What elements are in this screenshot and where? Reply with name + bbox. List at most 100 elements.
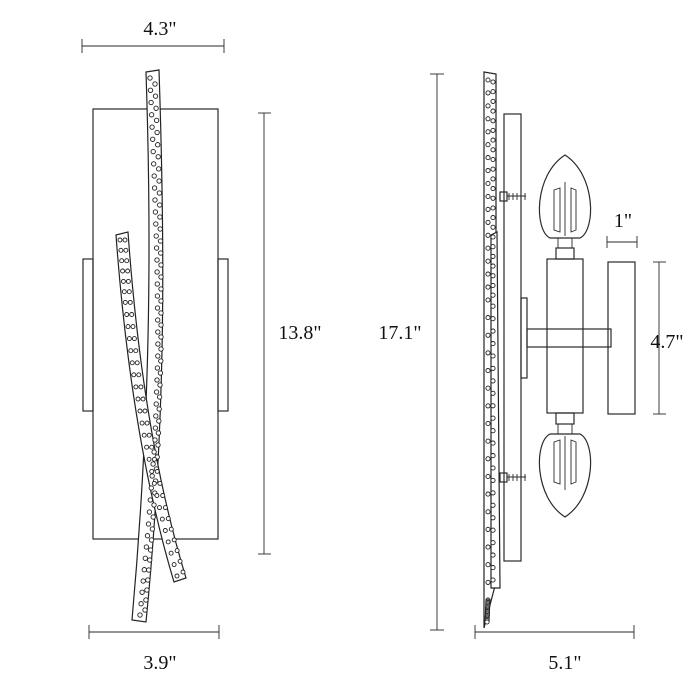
perforation-dot bbox=[155, 341, 161, 347]
perforation-dot bbox=[146, 567, 152, 573]
perforation-dot bbox=[155, 353, 161, 359]
perforation-dot bbox=[131, 372, 137, 378]
perforation-dot bbox=[159, 516, 165, 522]
perforation-dot bbox=[150, 148, 156, 155]
perforation-dot bbox=[131, 336, 137, 342]
front-strip-perforations bbox=[117, 75, 186, 618]
perforation-dot bbox=[134, 360, 140, 366]
perforation-dot bbox=[153, 401, 159, 407]
dim-side-depth: 5.1" bbox=[474, 625, 635, 674]
perforation-dot bbox=[142, 555, 148, 561]
front-right-tab bbox=[217, 258, 229, 412]
perforation-dot bbox=[126, 336, 132, 342]
perforation-dot bbox=[158, 346, 164, 352]
perforation-dot bbox=[490, 89, 496, 95]
perforation-dot bbox=[129, 312, 135, 317]
perforation-dot bbox=[140, 396, 146, 402]
perforation-dot bbox=[156, 394, 163, 400]
perforation-dot bbox=[490, 303, 496, 309]
perforation-dot bbox=[490, 186, 496, 192]
perforation-dot bbox=[485, 456, 491, 462]
perforation-dot bbox=[130, 324, 136, 330]
perforation-dot bbox=[150, 514, 156, 520]
perforation-dot bbox=[158, 334, 164, 340]
perforation-dot bbox=[160, 493, 166, 498]
perforation-dot bbox=[154, 468, 160, 474]
perforation-dot bbox=[150, 461, 156, 467]
perforation-dot bbox=[490, 465, 496, 471]
perforation-dot bbox=[490, 440, 496, 446]
perforation-dot bbox=[148, 99, 154, 106]
perforation-dot bbox=[485, 579, 491, 585]
perforation-dot bbox=[485, 103, 491, 109]
perforation-dot bbox=[490, 565, 496, 571]
perforation-dot bbox=[485, 245, 491, 251]
perforation-dot bbox=[147, 87, 154, 93]
perforation-dot bbox=[490, 98, 496, 104]
perforation-dot bbox=[136, 372, 142, 378]
perforation-dot bbox=[490, 156, 496, 163]
perforation-dot bbox=[158, 262, 164, 268]
perforation-dot bbox=[156, 166, 162, 172]
perforation-dot bbox=[137, 408, 143, 414]
perforation-dot bbox=[144, 587, 150, 593]
perforation-dot bbox=[158, 322, 164, 328]
perforation-dot bbox=[127, 299, 133, 305]
perforation-dot bbox=[153, 245, 160, 251]
perforation-dot bbox=[126, 289, 132, 295]
perforation-dot bbox=[146, 456, 152, 462]
perforation-dot bbox=[490, 205, 496, 211]
perforation-dot bbox=[144, 533, 151, 539]
perforation-dot bbox=[153, 117, 160, 124]
perforation-dot bbox=[490, 234, 496, 240]
perforation-dot bbox=[144, 444, 150, 450]
perforation-dot bbox=[150, 136, 156, 142]
side-socket-cap-top bbox=[555, 247, 575, 260]
perforation-dot bbox=[125, 268, 131, 274]
perforation-dot bbox=[120, 268, 126, 274]
front-view: 4.3" 13.8" 3.9" bbox=[81, 18, 322, 674]
perforation-dot bbox=[154, 281, 160, 287]
perforation-dot bbox=[154, 305, 161, 311]
perforation-dot bbox=[155, 329, 161, 335]
perforation-dot bbox=[151, 173, 157, 179]
perforation-dot bbox=[158, 286, 164, 292]
label-front-top-width: 4.3" bbox=[143, 18, 176, 40]
perforation-dot bbox=[143, 544, 150, 550]
perforation-dot bbox=[158, 274, 164, 280]
perforation-dot bbox=[490, 477, 496, 483]
perforation-dot bbox=[149, 444, 155, 450]
perforation-dot bbox=[485, 332, 491, 338]
bulb-bottom bbox=[538, 423, 592, 518]
perforation-dot bbox=[490, 403, 496, 409]
perforation-dot bbox=[139, 420, 145, 426]
perforation-dot bbox=[490, 502, 496, 508]
perforation-dot bbox=[151, 161, 157, 167]
perforation-dot bbox=[142, 607, 148, 613]
perforation-dot bbox=[490, 292, 496, 298]
perforation-dot bbox=[485, 509, 491, 515]
perforation-dot bbox=[485, 438, 491, 444]
perforation-dot bbox=[146, 509, 153, 515]
perforation-dot bbox=[485, 142, 491, 148]
side-socket-cap-bottom bbox=[555, 412, 575, 425]
perforation-dot bbox=[174, 573, 180, 579]
perforation-dot bbox=[158, 250, 164, 256]
perforation-dot bbox=[155, 142, 161, 148]
perforation-dot bbox=[140, 578, 146, 584]
perforation-dot bbox=[144, 420, 150, 426]
perforation-dot bbox=[152, 93, 159, 99]
perforation-dot bbox=[485, 420, 491, 427]
perforation-dot bbox=[149, 473, 155, 479]
perforation-dot bbox=[485, 129, 491, 135]
perforation-dot bbox=[490, 137, 496, 143]
perforation-dot bbox=[154, 129, 160, 136]
perforation-dot bbox=[490, 79, 496, 85]
perforation-dot bbox=[485, 297, 491, 303]
perforation-dot bbox=[155, 442, 161, 448]
perforation-dot bbox=[490, 224, 496, 230]
bulb-top bbox=[538, 154, 592, 249]
perforation-dot bbox=[152, 197, 158, 203]
perforation-dot bbox=[485, 180, 491, 187]
